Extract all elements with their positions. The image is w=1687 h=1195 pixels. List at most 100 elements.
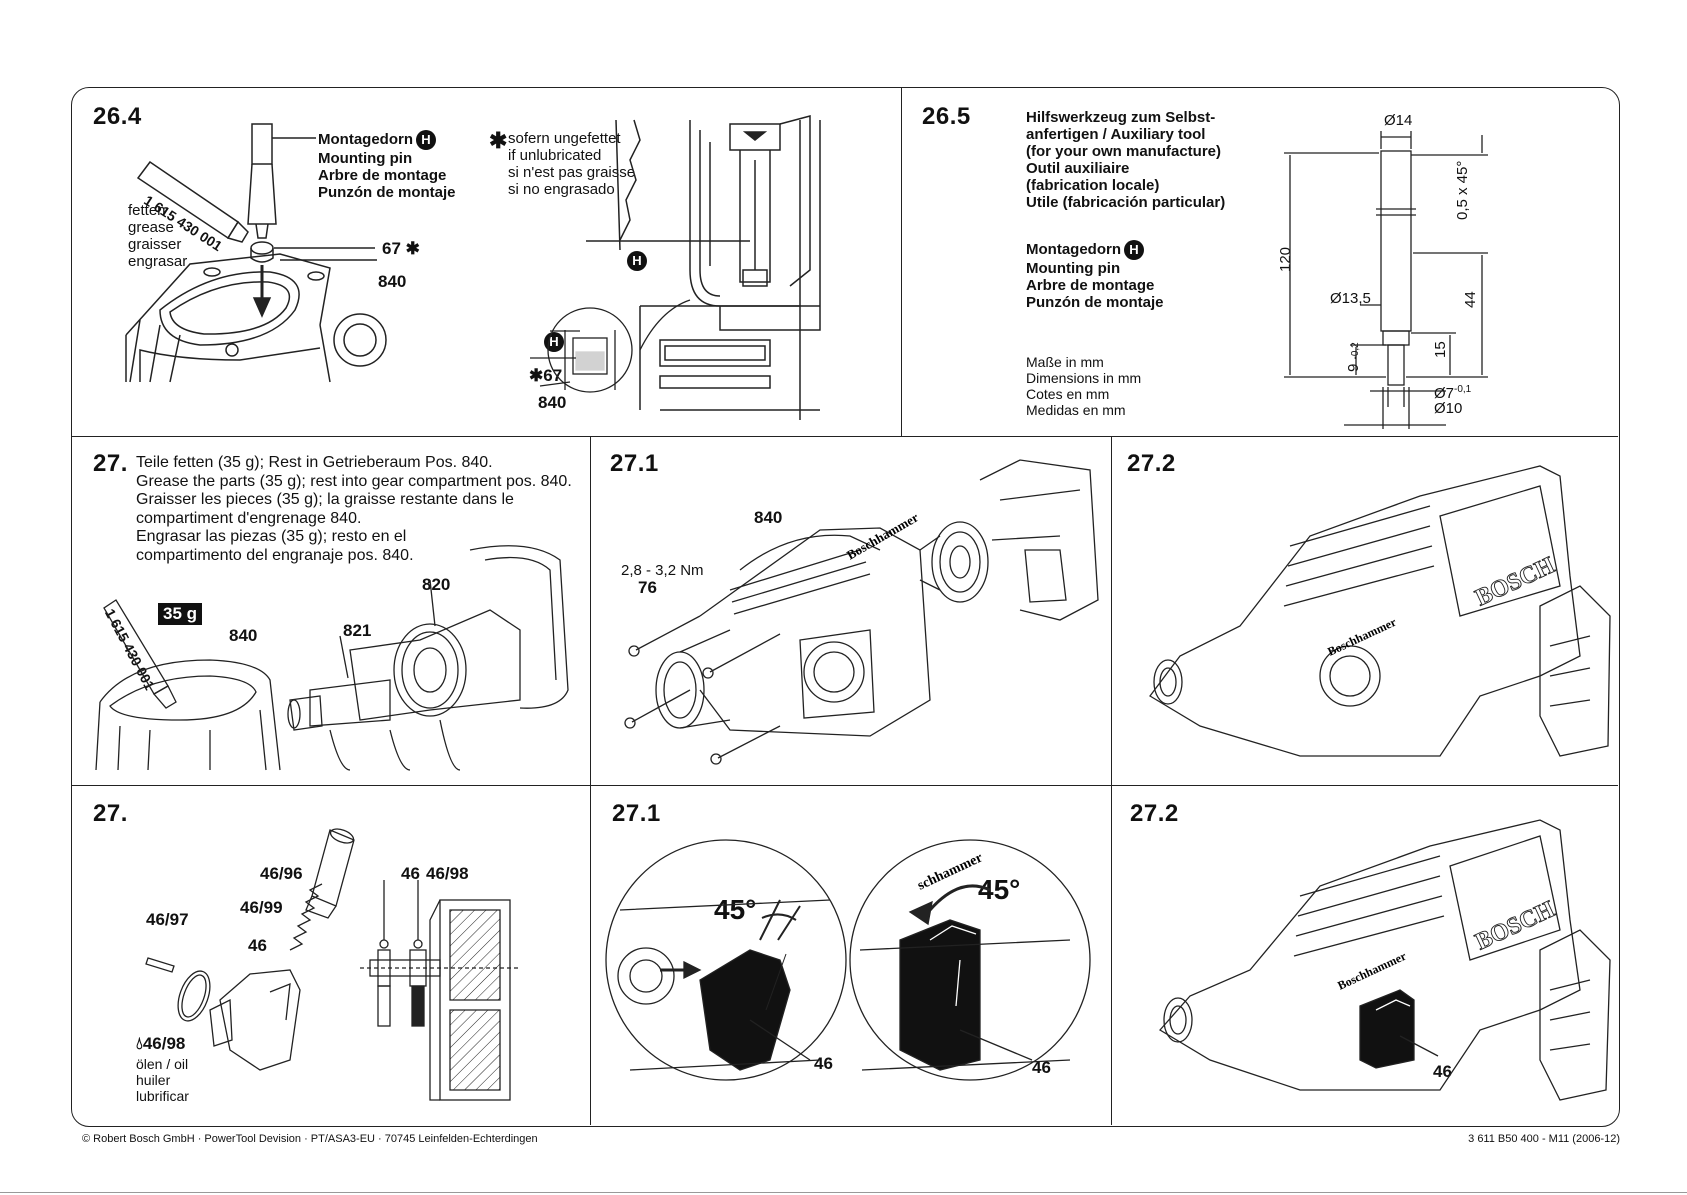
text-line: Teile fetten (35 g); Rest in Getrieberau… [136, 454, 493, 471]
dim-tolerance: -0,1 [1454, 384, 1472, 395]
h-badge: H [416, 130, 436, 150]
dimensions-label: Maße in mm Dimensions in mm Cotes en mm … [1026, 354, 1141, 418]
label-line: fetten [128, 202, 166, 219]
part-820: 820 [422, 575, 451, 594]
h-badge: H [544, 332, 564, 352]
unlubricated-note: sofern ungefettet if unlubricated si n'e… [508, 130, 635, 198]
page-frame [71, 87, 1620, 1127]
asterisk-icon: ✱ [405, 239, 420, 258]
selector-parts-drawing [145, 828, 520, 1101]
page-bottom-rule [0, 1192, 1687, 1193]
part-number: 46/98 [142, 1034, 186, 1053]
label-line: Montagedorn [1026, 240, 1121, 258]
section-number: 27.1 [610, 450, 659, 477]
part-46: 46 [1032, 1058, 1051, 1077]
gear-assembly-drawing [95, 545, 569, 771]
label-line: (fabrication locale) [1026, 177, 1160, 194]
section-number: 27.1 [612, 800, 661, 827]
h-badge: H [627, 251, 647, 271]
oil-drop-icon: 💧︎ [136, 1034, 143, 1053]
footer-copyright: © Robert Bosch GmbH · PowerTool Devision… [82, 1133, 538, 1145]
label-line: Dimensions in mm [1026, 370, 1142, 386]
label-line: lubrificar [136, 1088, 189, 1104]
dim-d13-5: Ø13,5 [1330, 290, 1371, 307]
auxiliary-tool-label: Hilfswerkzeug zum Selbst- anfertigen / A… [1026, 109, 1225, 211]
label-line: si n'est pas graisse [508, 164, 636, 181]
divider [901, 88, 902, 436]
grease-amount-badge: 35 g [158, 603, 203, 625]
part-number: 67 [382, 239, 401, 258]
asterisk-icon: ✱ [489, 128, 508, 153]
grease-label: fetten grease graisser engrasar [128, 202, 187, 270]
part-46-99: 46/99 [240, 898, 283, 917]
label-line: Cotes en mm [1026, 386, 1110, 402]
label-line: grease [128, 219, 174, 236]
detail-part-67: ✱67 [529, 366, 562, 386]
label-line: ölen / oil [136, 1056, 189, 1072]
part-46: 46 [401, 864, 420, 883]
label-line: Maße in mm [1026, 354, 1104, 370]
label-line: Medidas en mm [1026, 402, 1126, 418]
dim-d10: Ø10 [1434, 400, 1463, 417]
h-badge: H [1124, 240, 1144, 260]
text-line: compartiment d'engrenage 840. [136, 509, 362, 527]
label-line: anfertigen / Auxiliary tool [1026, 126, 1206, 143]
dim-value: Ø7 [1434, 385, 1455, 402]
section-number: 27.2 [1127, 450, 1176, 477]
brand-label: Boschhammer [844, 509, 921, 562]
dim-d7: Ø7-0,1 [1434, 381, 1471, 402]
divider [590, 436, 591, 1125]
label-line: Mounting pin [1026, 260, 1121, 277]
divider [1111, 436, 1112, 1125]
label-line: Outil auxiliaire [1026, 160, 1130, 177]
grease-instructions: Teile fetten (35 g); Rest in Getrieberau… [136, 454, 572, 565]
part-840: 840 [754, 508, 783, 527]
label-line: engrasar [128, 253, 188, 270]
divider [72, 436, 1618, 437]
grease-tube-drawing [125, 115, 821, 420]
section-number: 27. [93, 450, 128, 477]
brand-label: Boschhammer [1335, 948, 1409, 992]
label-line: sofern ungefettet [508, 130, 621, 147]
assembled-hammer-drawing: Boschhammer BOSCH [1158, 819, 1611, 1101]
label-line: Mounting pin [318, 150, 413, 167]
label-line: (for your own manufacture) [1026, 143, 1222, 160]
part-46-98: 46/98 [426, 864, 469, 883]
part-840: 840 [378, 272, 407, 291]
text-line: Engrasar las piezas (35 g); resto en el [136, 528, 407, 545]
brand-label: Boschhammer [1325, 614, 1399, 658]
label-line: huiler [136, 1072, 171, 1088]
label-line: graisser [128, 236, 182, 253]
label-line: Punzón de montaje [318, 184, 456, 201]
part-46-96: 46/96 [260, 864, 303, 883]
label-line: Hilfswerkzeug zum Selbst- [1026, 109, 1216, 126]
label-line: Arbre de montage [318, 167, 447, 184]
footer-doc-number: 3 611 B50 400 - M11 (2006-12) [1468, 1133, 1620, 1145]
part-46-98: 💧︎46/98 [136, 1034, 185, 1054]
oil-label: ölen / oil huiler lubrificar [136, 1056, 189, 1104]
part-46-97: 46/97 [146, 910, 189, 929]
section-number: 26.4 [93, 103, 142, 130]
dim-d14: Ø14 [1384, 112, 1413, 129]
angle-label: 45° [714, 894, 757, 925]
label-line: si no engrasado [508, 181, 615, 198]
hammer-assembly-drawing: Boschhammer [624, 459, 1099, 765]
part-46: 46 [814, 1054, 833, 1073]
text-line: compartimento del engranaje pos. 840. [136, 546, 414, 564]
part-76: 76 [638, 578, 657, 597]
label-line: Punzón de montaje [1026, 294, 1164, 311]
label-line: Utile (fabricación particular) [1026, 194, 1226, 211]
part-67: 67 ✱ [382, 239, 420, 259]
text-line: Graisser les pieces (35 g); la graisse r… [136, 491, 514, 508]
part-821: 821 [343, 621, 372, 640]
section-number: 26.5 [922, 103, 971, 130]
part-number: 67 [543, 366, 563, 385]
auxiliary-tool-drawing [1284, 131, 1488, 429]
label-line: Arbre de montage [1026, 277, 1155, 294]
label-line: if unlubricated [508, 147, 602, 164]
section-number: 27. [93, 800, 128, 827]
selector-rotation-drawing: schhammer [605, 839, 1091, 1081]
part-46: 46 [248, 936, 267, 955]
